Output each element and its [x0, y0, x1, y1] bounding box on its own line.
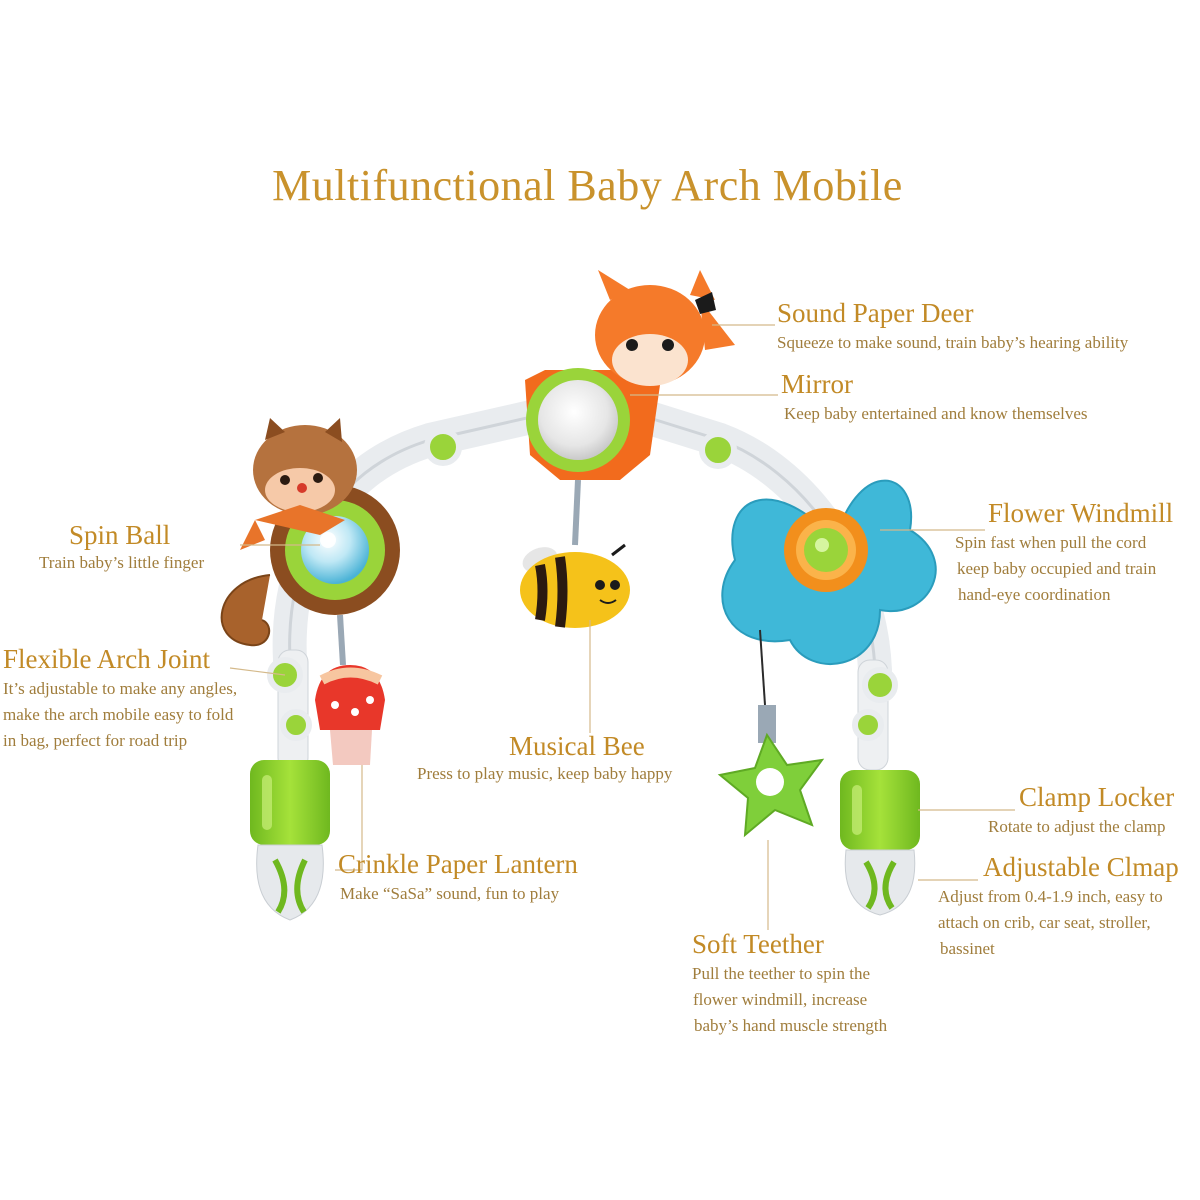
- feature-desc-line: It’s adjustable to make any angles,: [3, 679, 238, 698]
- feature-desc: It’s adjustable to make any angles, make…: [3, 676, 237, 754]
- feature-desc-line: Spin fast when pull the cord: [955, 533, 1147, 552]
- feature-desc-line: bassinet: [940, 939, 995, 958]
- feature-heading: Flexible Arch Joint: [3, 644, 210, 674]
- feature-spin-ball: Spin Ball Train baby’s little finger: [39, 520, 204, 576]
- feature-heading: Flower Windmill: [988, 498, 1174, 528]
- feature-desc-line: Squeeze to make sound, train baby’s hear…: [777, 333, 1129, 352]
- feature-desc-line: attach on crib, car seat, stroller,: [938, 913, 1151, 932]
- feature-musical-bee: Musical Bee Press to play music, keep ba…: [417, 731, 672, 787]
- feature-desc-line: Make “SaSa” sound, fun to play: [340, 884, 560, 903]
- feature-heading: Sound Paper Deer: [777, 298, 974, 328]
- feature-desc-line: flower windmill, increase: [693, 990, 868, 1009]
- feature-desc: Keep baby entertained and know themselve…: [784, 401, 1088, 427]
- feature-mirror: Mirror Keep baby entertained and know th…: [781, 369, 1088, 427]
- left-clamp: [250, 760, 330, 921]
- feature-desc-line: Adjust from 0.4-1.9 inch, easy to: [938, 887, 1163, 906]
- feature-desc: Squeeze to make sound, train baby’s hear…: [777, 330, 1128, 356]
- feature-heading: Musical Bee: [509, 731, 645, 761]
- feature-flexible-arch-joint: Flexible Arch Joint It’s adjustable to m…: [3, 644, 237, 754]
- squirrel-spin-ball: [220, 418, 400, 666]
- feature-flower-windmill: Flower Windmill Spin fast when pull the …: [955, 498, 1173, 608]
- deer-mirror: [525, 270, 735, 546]
- feature-clamp-locker: Clamp Locker Rotate to adjust the clamp: [988, 782, 1174, 840]
- feature-heading: Spin Ball: [69, 520, 171, 550]
- feature-sound-paper-deer: Sound Paper Deer Squeeze to make sound, …: [777, 298, 1128, 356]
- musical-bee: [520, 543, 630, 628]
- feature-desc: Make “SaSa” sound, fun to play: [340, 881, 578, 907]
- feature-desc: Train baby’s little finger: [39, 550, 204, 576]
- arch-joints: [267, 428, 898, 741]
- feature-desc-line: baby’s hand muscle strength: [694, 1016, 888, 1035]
- feature-crinkle-paper-lantern: Crinkle Paper Lantern Make “SaSa” sound,…: [338, 849, 578, 907]
- feature-heading: Clamp Locker: [1019, 782, 1175, 812]
- feature-desc: Pull the teether to spin the flower wind…: [692, 961, 887, 1039]
- feature-desc-line: Train baby’s little finger: [39, 553, 205, 572]
- page-title: Multifunctional Baby Arch Mobile: [272, 161, 903, 210]
- feature-heading: Adjustable Clmap: [983, 852, 1179, 882]
- feature-desc-line: Pull the teether to spin the: [692, 964, 870, 983]
- feature-desc: Spin fast when pull the cord keep baby o…: [955, 530, 1173, 608]
- feature-desc-line: Keep baby entertained and know themselve…: [784, 404, 1088, 423]
- feature-desc: Rotate to adjust the clamp: [988, 814, 1174, 840]
- feature-desc-line: Rotate to adjust the clamp: [988, 817, 1166, 836]
- feature-adjustable-clmap: Adjustable Clmap Adjust from 0.4-1.9 inc…: [938, 852, 1179, 962]
- right-clamp: [840, 770, 920, 916]
- feature-desc-line: make the arch mobile easy to fold: [3, 705, 234, 724]
- flower-windmill: [721, 479, 937, 706]
- feature-heading: Soft Teether: [692, 929, 824, 959]
- feature-desc: Adjust from 0.4-1.9 inch, easy to attach…: [938, 884, 1179, 962]
- crinkle-lantern: [315, 665, 385, 765]
- feature-desc: Press to play music, keep baby happy: [417, 761, 672, 787]
- feature-desc-line: Press to play music, keep baby happy: [417, 764, 673, 783]
- feature-desc-line: keep baby occupied and train: [957, 559, 1157, 578]
- soft-teether: [717, 705, 825, 838]
- feature-heading: Crinkle Paper Lantern: [338, 849, 578, 879]
- feature-desc-line: in bag, perfect for road trip: [3, 731, 188, 750]
- feature-soft-teether: Soft Teether Pull the teether to spin th…: [692, 929, 887, 1039]
- feature-heading: Mirror: [781, 369, 853, 399]
- feature-desc-line: hand-eye coordination: [958, 585, 1111, 604]
